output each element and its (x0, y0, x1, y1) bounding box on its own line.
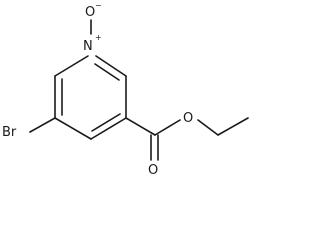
bond-c4-c5-inner (91, 113, 121, 132)
ester-oxygen-label: O (183, 111, 193, 126)
bond-c3-br (29, 117, 56, 133)
oxide-oxygen-label: O (85, 5, 95, 20)
molecule-structure: O − N + Br O O (2, 1, 249, 178)
bond-c4-c5 (90, 117, 127, 140)
oxide-charge-label: − (95, 1, 102, 10)
bond-ester-o-ch2 (197, 119, 219, 136)
structure-canvas: O − N + Br O O (2, 1, 249, 178)
bond-carbonyl-ester-o (154, 119, 181, 136)
nitrogen-label: N (83, 39, 93, 54)
bromine-label: Br (2, 125, 17, 140)
bond-c3-c4 (54, 117, 92, 140)
bond-c5-carbonyl (125, 117, 156, 136)
bond-c6-n1-inner (94, 63, 120, 81)
carbonyl-oxygen-label: O (148, 163, 158, 178)
nitrogen-charge-label: + (95, 33, 102, 42)
bond-n1-c2 (54, 55, 89, 77)
bond-c6-n1 (95, 55, 127, 77)
bond-ch2-ch3 (217, 117, 249, 136)
